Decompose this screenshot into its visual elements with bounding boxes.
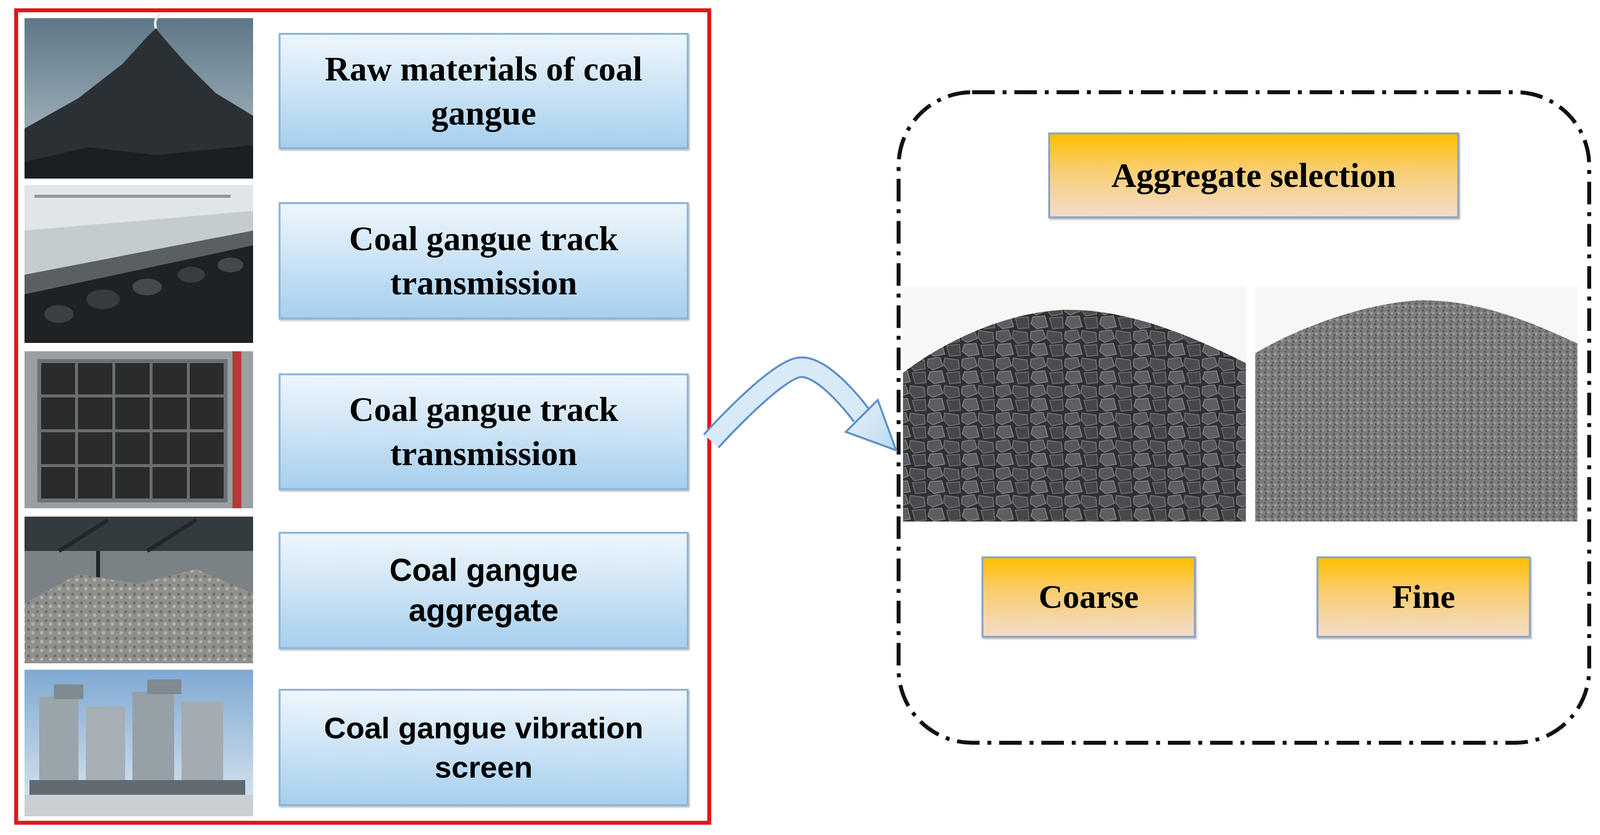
dashed-rounded-border	[898, 92, 1590, 743]
frame-beam	[34, 194, 231, 198]
grid-lines	[39, 361, 226, 501]
box-label: Aggregate selection	[1111, 153, 1396, 198]
process-box: Coal gangue aggregate	[278, 531, 689, 649]
category-box: Aggregate selection	[1048, 132, 1460, 219]
box-label: Coal gangue aggregate	[339, 550, 628, 631]
grid-line	[39, 429, 226, 433]
process-box: Raw materials of coal gangue	[278, 32, 689, 150]
arrow-head	[845, 399, 897, 451]
arrow-shaft-fill	[711, 366, 862, 441]
shed-roof	[24, 516, 254, 551]
process-box: Coal gangue vibration screen	[278, 688, 689, 806]
screen-grid-photo	[24, 351, 254, 509]
box-label: Fine	[1392, 575, 1455, 619]
rock	[177, 266, 206, 283]
fine-aggregate-photo	[1255, 285, 1578, 522]
belt-load	[24, 245, 254, 343]
box-label: Coarse	[1038, 575, 1139, 619]
curved-block-arrow	[711, 366, 897, 450]
box-label: Coal gangue track transmission	[290, 387, 677, 476]
red-pillar	[232, 351, 242, 509]
photo-background	[903, 285, 1246, 522]
rubble-foreground	[24, 145, 254, 179]
photo-sky	[24, 18, 254, 179]
photo-background	[24, 184, 254, 343]
grid-line	[39, 464, 226, 467]
rock	[132, 278, 162, 296]
silo-building-photo	[24, 669, 254, 817]
arrow-shaft-outline	[711, 366, 862, 441]
fine-mound	[1255, 300, 1578, 522]
box-label: Raw materials of coal gangue	[290, 47, 677, 135]
box-label: Coal gangue track transmission	[290, 216, 677, 305]
pile-shape	[24, 568, 254, 664]
category-box: Coarse	[981, 556, 1196, 638]
silo-platform	[29, 779, 246, 795]
silo	[85, 706, 126, 780]
process-box: Coal gangue track transmission	[278, 202, 689, 320]
rock	[44, 305, 74, 323]
photo-sky	[24, 669, 254, 817]
aggregate-pile-photo	[24, 516, 254, 664]
photo-background	[24, 351, 254, 509]
roof-beam	[58, 519, 108, 551]
ground	[24, 794, 254, 817]
photo-background	[1255, 285, 1578, 522]
silo	[132, 691, 175, 780]
silo	[181, 701, 224, 780]
shed-roof	[24, 184, 254, 231]
group-frame: Raw materials of coal gangueCoal gangue …	[14, 8, 712, 825]
coarse-aggregate-photo	[903, 285, 1246, 522]
gangue-hill-photo	[24, 13, 254, 179]
grid-frame	[39, 361, 226, 501]
group-frame: Aggregate selectionCoarse Fine	[896, 89, 1592, 746]
smoke-trail	[154, 13, 161, 29]
silo-top-house	[147, 679, 182, 695]
grid-line	[39, 394, 226, 398]
box-label: Coal gangue vibration screen	[283, 708, 684, 787]
process-box: Coal gangue track transmission	[278, 373, 689, 491]
roof-beam	[147, 519, 197, 551]
category-box: Fine	[1316, 556, 1531, 638]
conveyor-photo	[24, 184, 254, 343]
hill-shape	[24, 28, 254, 179]
silo	[39, 696, 79, 780]
rock	[86, 289, 120, 310]
stone-mound	[903, 309, 1246, 522]
silo-top-house	[53, 684, 84, 699]
photo-background	[24, 516, 254, 664]
rock	[217, 257, 244, 273]
